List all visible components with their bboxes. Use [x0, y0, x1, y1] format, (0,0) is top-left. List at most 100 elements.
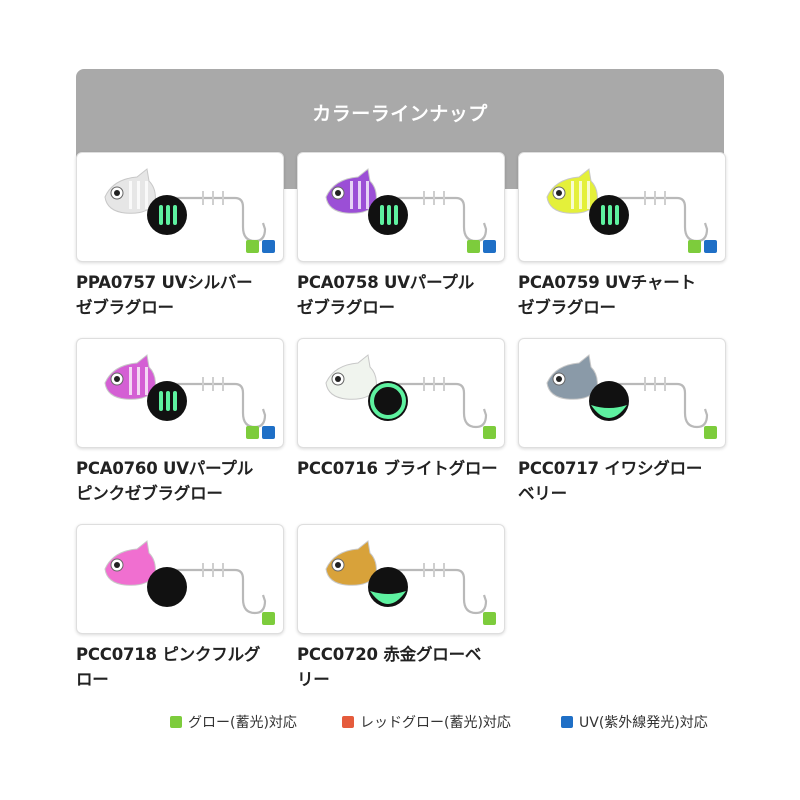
- wire-stopper: [443, 377, 445, 391]
- feature-badges: [688, 240, 717, 253]
- lure-pupil: [556, 376, 562, 382]
- legend-item-uv: UV(紫外線発光)対応: [561, 712, 708, 732]
- lure-image: [104, 540, 267, 615]
- product-name[interactable]: PCC0716 ブライトグロー: [297, 456, 517, 481]
- zebra-stripe: [366, 181, 369, 209]
- product-name[interactable]: PCC0720 赤金グローベリー: [297, 642, 517, 692]
- uv-badge-icon: [262, 426, 275, 439]
- product-card-pca0758[interactable]: [297, 152, 505, 262]
- product-card-pca0760[interactable]: [76, 338, 284, 448]
- uv-badge-icon: [483, 240, 496, 253]
- glow-ring: [370, 383, 406, 419]
- product-name[interactable]: PCA0758 UVパープルゼブラグロー: [297, 270, 517, 320]
- product-name-line1: PCC0720 赤金グローベ: [297, 645, 482, 664]
- lure-image: [325, 168, 488, 243]
- wire-stopper: [423, 377, 425, 391]
- lure-ball: [147, 567, 187, 607]
- product-name-line1: PCC0718 ピンクフルグ: [76, 645, 261, 664]
- product-name-line1: PCA0760 UVパープル: [76, 459, 254, 478]
- zebra-stripe: [571, 181, 574, 209]
- zebra-stripe: [358, 181, 361, 209]
- product-name[interactable]: PCA0760 UVパープルピンクゼブラグロー: [76, 456, 296, 506]
- product-name-line2: リー: [297, 670, 330, 689]
- zebra-stripe: [129, 367, 132, 395]
- wire-stopper: [222, 563, 224, 577]
- glow-icon: [170, 716, 182, 728]
- glow-stripe: [380, 205, 384, 225]
- feature-badges: [467, 240, 496, 253]
- glow-stripe: [387, 205, 391, 225]
- lure-pupil: [335, 190, 341, 196]
- glow-badge-icon: [688, 240, 701, 253]
- glow-stripe: [166, 205, 170, 225]
- glow-stripe: [394, 205, 398, 225]
- hook-wire: [175, 382, 267, 429]
- hook-wire: [617, 382, 709, 429]
- wire-stopper: [644, 191, 646, 205]
- lure-pupil: [114, 190, 120, 196]
- uv-badge-icon: [704, 240, 717, 253]
- wire-stopper: [654, 377, 656, 391]
- glow-stripe: [173, 205, 177, 225]
- lure-image: [325, 354, 488, 429]
- red-glow-icon: [342, 716, 354, 728]
- zebra-stripe: [137, 367, 140, 395]
- zebra-stripe: [587, 181, 590, 209]
- glow-stripe: [615, 205, 619, 225]
- feature-badges: [483, 612, 496, 625]
- legend-label-uv: UV(紫外線発光)対応: [579, 715, 708, 731]
- product-name-line1: PCA0759 UVチャート: [518, 273, 696, 292]
- uv-badge-icon: [262, 240, 275, 253]
- product-name[interactable]: PCC0718 ピンクフルグロー: [76, 642, 296, 692]
- lure-image: [325, 540, 488, 615]
- product-name-line2: ロー: [76, 670, 109, 689]
- wire-stopper: [664, 377, 666, 391]
- product-name-line2: ベリー: [518, 484, 567, 503]
- feature-badges: [246, 240, 275, 253]
- product-name-line1: PCC0717 イワシグロー: [518, 459, 703, 478]
- glow-badge-icon: [246, 240, 259, 253]
- product-name[interactable]: PCC0717 イワシグローベリー: [518, 456, 738, 506]
- product-card-pcc0717[interactable]: [518, 338, 726, 448]
- product-card-pca0759[interactable]: [518, 152, 726, 262]
- wire-stopper: [212, 563, 214, 577]
- lure-pupil: [114, 562, 120, 568]
- product-card-pcc0718[interactable]: [76, 524, 284, 634]
- product-name-line2: ゼブラグロー: [518, 298, 616, 317]
- product-card-pcc0716[interactable]: [297, 338, 505, 448]
- feature-badges: [262, 612, 275, 625]
- wire-stopper: [433, 377, 435, 391]
- lure-image: [546, 168, 709, 243]
- product-name-line1: PCA0758 UVパープル: [297, 273, 475, 292]
- wire-stopper: [212, 377, 214, 391]
- product-name-line2: ゼブラグロー: [76, 298, 174, 317]
- product-card-ppa0757[interactable]: [76, 152, 284, 262]
- wire-stopper: [433, 563, 435, 577]
- wire-stopper: [443, 191, 445, 205]
- product-name-line1: PCC0716 ブライトグロー: [297, 459, 498, 478]
- product-name[interactable]: PPA0757 UVシルバーゼブラグロー: [76, 270, 296, 320]
- product-name-line2: ピンクゼブラグロー: [76, 484, 223, 503]
- glow-belly: [591, 405, 627, 418]
- uv-icon: [561, 716, 573, 728]
- feature-badges: [483, 426, 496, 439]
- product-name[interactable]: PCA0759 UVチャートゼブラグロー: [518, 270, 738, 320]
- zebra-stripe: [129, 181, 132, 209]
- legend-item-red: レッドグロー(蓄光)対応: [342, 712, 511, 732]
- hook-wire: [396, 196, 488, 243]
- hook-wire: [175, 568, 267, 615]
- glow-stripe: [159, 391, 163, 411]
- glow-stripe: [601, 205, 605, 225]
- lure-image: [104, 168, 267, 243]
- page-title: カラーラインナップ: [312, 103, 488, 125]
- product-card-pcc0720[interactable]: [297, 524, 505, 634]
- glow-stripe: [173, 391, 177, 411]
- wire-stopper: [654, 191, 656, 205]
- glow-stripe: [159, 205, 163, 225]
- hook-wire: [396, 382, 488, 429]
- glow-badge-icon: [246, 426, 259, 439]
- wire-stopper: [443, 563, 445, 577]
- zebra-stripe: [137, 181, 140, 209]
- lure-pupil: [335, 562, 341, 568]
- legend-label-red: レッドグロー(蓄光)対応: [360, 715, 511, 731]
